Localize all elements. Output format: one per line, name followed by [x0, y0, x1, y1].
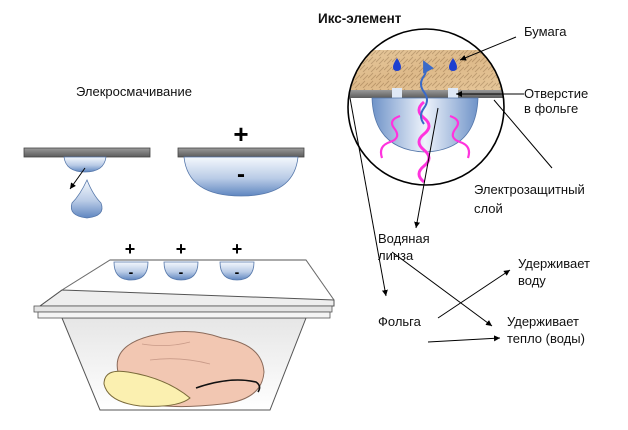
label-hole-line2: в фольге	[524, 101, 579, 116]
left-plate	[23, 147, 151, 158]
label-protective-line1: Электрозащитный	[474, 182, 585, 197]
lid-plus-3: +	[232, 239, 243, 259]
right-plate	[177, 147, 305, 158]
water-lens-pointer	[414, 107, 439, 229]
steamer-pot	[33, 259, 335, 411]
heat-wave-left	[379, 114, 401, 159]
lid-lens-3	[219, 261, 255, 281]
label-foil: Фольга	[378, 314, 421, 329]
magnifier-circle	[347, 28, 505, 186]
vapor-drop-left	[393, 58, 401, 71]
falling-drop	[70, 178, 103, 219]
label-holds-water-line1: Удерживает	[518, 256, 590, 271]
diagram-title: Икс-элемент	[318, 11, 402, 26]
lens-minus-2: -	[179, 264, 184, 280]
pointer-lines	[349, 36, 553, 343]
protective-pointer	[493, 99, 553, 169]
paper-pointer	[459, 36, 517, 61]
lid-plus-2: +	[176, 239, 187, 259]
heat-wave-right	[449, 114, 471, 159]
spread-drop	[183, 156, 299, 197]
vapor-drop-right	[449, 58, 457, 71]
label-holds-heat-line2: тепло (воды)	[507, 331, 585, 346]
food-underside	[103, 370, 191, 407]
pot-rim	[33, 305, 333, 313]
lid-lens-1	[113, 261, 149, 281]
lens-minus-3: -	[235, 264, 240, 280]
label-water-lens-line2: линза	[378, 248, 414, 263]
foil-hole-left	[392, 88, 402, 100]
drop-minus-sign: -	[237, 161, 245, 188]
foil-pointer-a	[349, 97, 388, 297]
label-water-lens-line1: Водяная	[378, 231, 430, 246]
hanging-drop	[63, 156, 107, 173]
label-holds-heat-line1: Удерживает	[507, 314, 579, 329]
lens-minus-1: -	[129, 264, 134, 280]
label-electrowetting: Элекросмачивание	[76, 84, 192, 99]
foil-hole-right	[448, 88, 458, 100]
plate-plus-sign: +	[233, 119, 248, 149]
label-hole-line1: Отверстие	[524, 86, 589, 101]
heat-pointer	[427, 335, 501, 343]
label-holds-water-line2: воду	[518, 273, 546, 288]
lid-lens-2	[163, 261, 199, 281]
label-paper: Бумага	[524, 24, 567, 39]
label-protective-line2: слой	[474, 201, 503, 216]
lid-plus-1: +	[125, 239, 136, 259]
foil-to-water-pointer	[437, 269, 511, 319]
drop-pointer-arrow	[69, 167, 86, 190]
x-element-magnifier	[347, 28, 505, 186]
electrowetting-demo	[23, 147, 305, 219]
foil-to-heat-pointer	[391, 251, 493, 327]
vapor-arrow-center	[420, 60, 434, 125]
heat-wave-center	[417, 100, 431, 184]
